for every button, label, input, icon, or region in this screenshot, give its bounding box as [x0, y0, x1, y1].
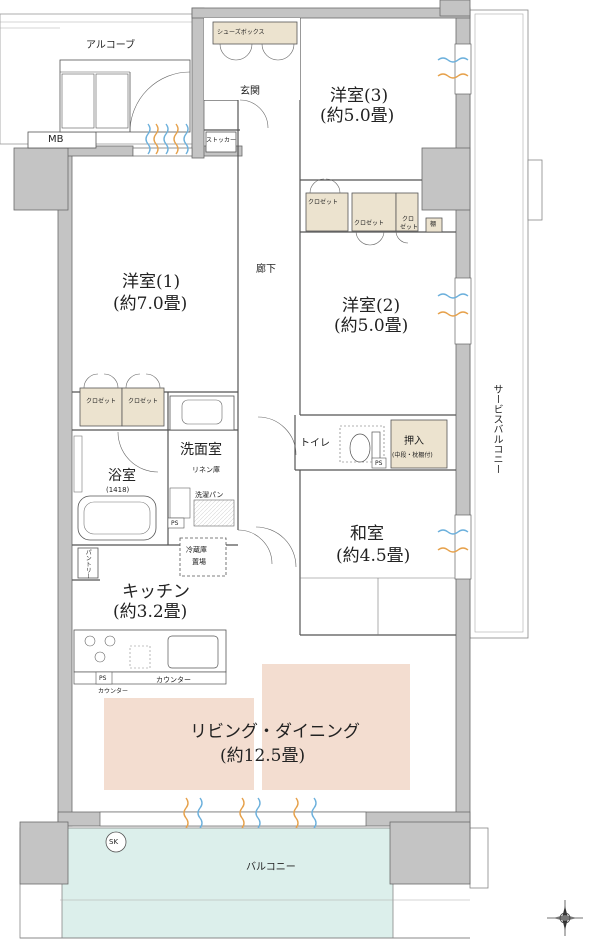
washroom-label: 洗面室	[180, 442, 222, 458]
western3-name: 洋室(3)	[330, 86, 389, 106]
pantry-label: パントリー	[84, 549, 92, 579]
service-balcony	[469, 9, 543, 639]
living-size: (約12.5畳)	[220, 746, 306, 766]
hallway-label: 廊下	[256, 264, 276, 275]
compass-icon	[547, 900, 583, 936]
closet-label-2b-2: ゼット	[400, 224, 419, 231]
airflow-wave	[293, 797, 299, 829]
counter-label-2: カウンター	[98, 688, 129, 695]
alcove-label: アルコーブ	[86, 40, 136, 51]
airflow-icon	[145, 57, 469, 829]
japanese-size: (約4.5畳)	[336, 546, 411, 566]
airflow-wave	[311, 797, 317, 829]
western1-name: 洋室(1)	[122, 272, 181, 292]
airflow-wave	[437, 73, 469, 79]
fridge-area	[179, 537, 227, 577]
airflow-wave	[437, 547, 469, 553]
laundry-pan-label: 洗濯パン	[195, 491, 224, 499]
airflow-wave	[437, 57, 469, 63]
western2-size: (約5.0畳)	[334, 316, 409, 336]
fridge-label-1: 冷蔵庫	[186, 546, 207, 554]
storage-units	[79, 21, 448, 469]
sk-icon	[105, 831, 127, 853]
closet-label-1b: クロゼット	[128, 398, 159, 405]
japanese-name: 和室	[350, 524, 384, 544]
kitchen-size: (約3.2畳)	[113, 602, 188, 622]
toilet-label: トイレ	[300, 438, 330, 449]
ps-label-wash: PS	[171, 520, 179, 527]
closet-doors	[83, 43, 409, 568]
airflow-wave	[437, 311, 469, 317]
closet-label-3: クロゼット	[308, 199, 339, 206]
fridge-label-2: 置場	[192, 558, 206, 566]
counter-label-1: カウンター	[156, 676, 191, 684]
living-highlight	[104, 664, 410, 790]
western2-name: 洋室(2)	[342, 296, 401, 316]
bath-size: (1418)	[106, 486, 130, 494]
western1-size: (約7.0畳)	[113, 294, 188, 314]
toilet-fixture	[339, 425, 387, 469]
airflow-wave	[183, 123, 189, 155]
airflow-wave	[153, 123, 159, 155]
pantry	[77, 547, 99, 579]
closet-label-2b-1: クロ	[402, 216, 415, 223]
bath-name: 浴室	[108, 468, 136, 484]
living-name: リビング・ダイニング	[190, 722, 360, 742]
columns	[13, 0, 471, 885]
oshiire-note: (中段・枕棚付)	[392, 452, 433, 459]
kitchen-counter	[73, 629, 227, 685]
western3-size: (約5.0畳)	[320, 106, 395, 126]
tatami	[300, 577, 456, 635]
ps-label-toilet: PS	[375, 460, 383, 467]
airflow-wave	[183, 797, 189, 829]
closet-label-2a: クロゼット	[354, 220, 385, 227]
ps-label-kitchen: PS	[99, 675, 107, 682]
balcony-label: バルコニー	[246, 862, 296, 873]
bathtub	[73, 435, 157, 541]
airflow-wave	[197, 797, 203, 829]
wash-basin	[167, 399, 235, 529]
oshiire-label: 押入	[404, 436, 424, 447]
stocker-label: ストッカー	[206, 137, 237, 144]
closet-label-1a: クロゼット	[86, 398, 117, 405]
shoebox-label: シューズボックス	[217, 29, 265, 36]
entrance-door[interactable]	[59, 59, 191, 133]
mb-label: MB	[48, 134, 64, 145]
airflow-wave	[437, 293, 469, 299]
service-balcony-label: サービスバルコニー	[491, 384, 502, 474]
airflow-wave	[145, 123, 151, 155]
shelf-label: 棚	[430, 221, 437, 228]
sk-label: SK	[109, 838, 119, 846]
kitchen-name: キッチン	[122, 582, 190, 602]
entrance-label: 玄関	[240, 86, 260, 97]
airflow-wave	[173, 123, 179, 155]
linen-label: リネン庫	[192, 466, 220, 474]
airflow-wave	[239, 797, 245, 829]
airflow-wave	[437, 529, 469, 535]
airflow-wave	[163, 123, 169, 155]
airflow-wave	[255, 797, 261, 829]
